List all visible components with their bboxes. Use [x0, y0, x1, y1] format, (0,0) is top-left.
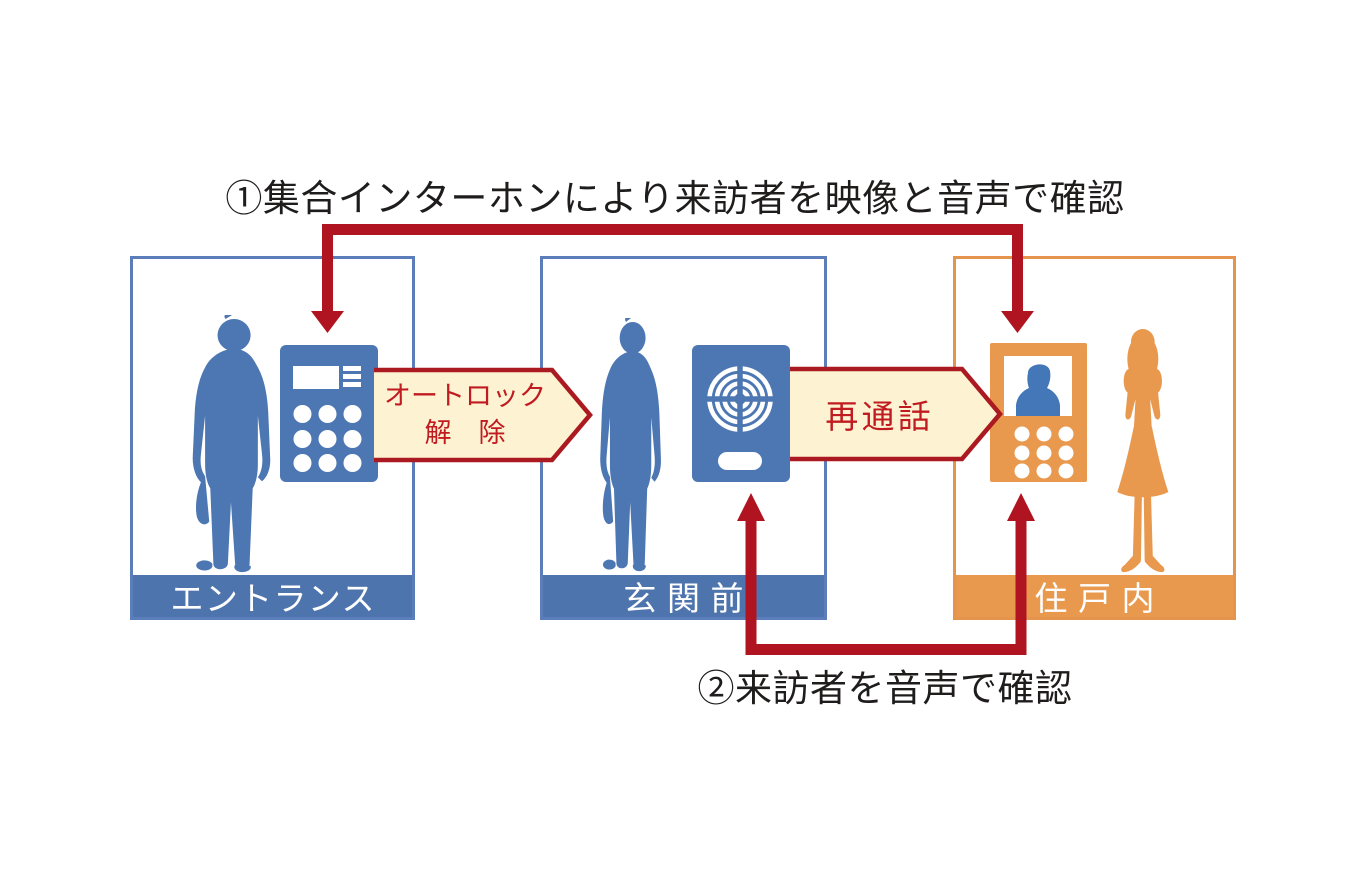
visitor-on-screen-icon [1016, 364, 1060, 416]
autolock-tag-line2: 解 除 [424, 418, 506, 448]
autolock-tag-text: オートロック 解 除 [382, 378, 548, 452]
panel-front-door-label: 玄関前 [623, 582, 755, 618]
panel-entrance-label-bar: エントランス [133, 575, 412, 618]
door-station-speaker-icon [692, 345, 790, 482]
panel-entrance-label: エントランス [170, 582, 376, 618]
up-arrow-icon [1007, 493, 1035, 521]
panel-front-door-label-bar: 玄関前 [543, 575, 824, 618]
top-connector-line [322, 224, 1023, 314]
step1-caption: ①集合インターホンにより来訪者を映像と音声で確認 [225, 179, 1125, 220]
recall-tag: 再通話 [790, 365, 1004, 463]
autolock-tag-shape [374, 367, 593, 463]
panel-residence-label-bar: 住戸内 [956, 575, 1233, 618]
room-monitor-intercom-icon [990, 343, 1087, 482]
down-arrow-icon [1001, 311, 1034, 333]
entrance-keypad-intercom-icon [280, 345, 378, 482]
autolock-release-tag: オートロック 解 除 [374, 366, 596, 464]
bottom-connector-line [745, 518, 1027, 655]
panel-residence-label: 住戸内 [1034, 582, 1166, 618]
down-arrow-icon [311, 311, 344, 333]
step2-caption: ②来訪者を音声で確認 [697, 669, 1073, 710]
recall-tag-text: 再通話 [825, 400, 935, 436]
up-arrow-icon [737, 493, 765, 521]
recall-tag-shape [790, 366, 1003, 462]
autolock-tag-line1: オートロック [384, 381, 546, 411]
